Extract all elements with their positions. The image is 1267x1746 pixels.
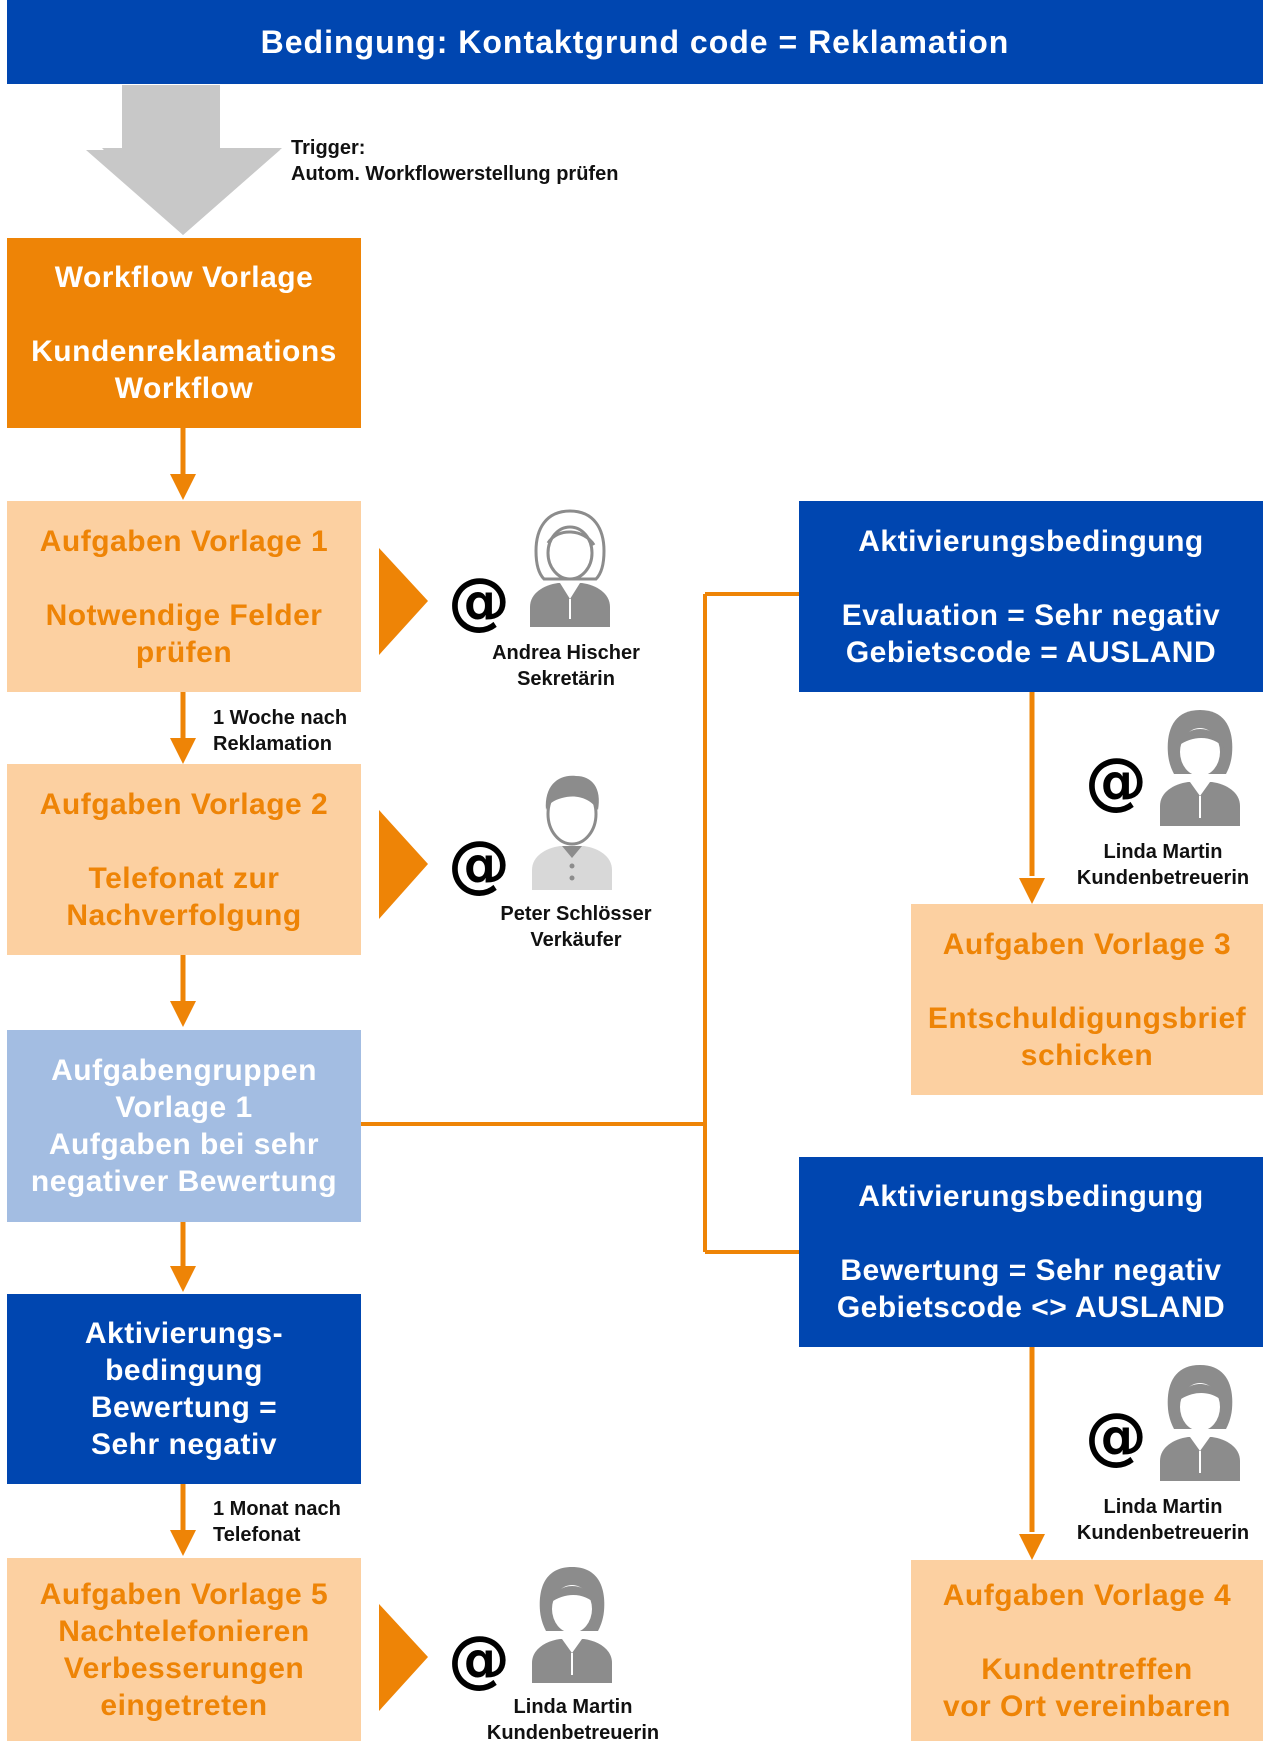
activation-condition-top-box: Aktivierungsbedingung Evaluation = Sehr … — [799, 501, 1263, 692]
task-template-2-box: Aufgaben Vorlage 2 Telefonat zur Nachver… — [7, 764, 361, 955]
delay-note-1: 1 Woche nach Reklamation — [213, 705, 347, 757]
female-user-icon — [530, 509, 610, 627]
task-template-5-desc-1: Nachtelefonieren — [58, 1614, 310, 1648]
activation-condition-left-line-1: Aktivierungs- — [84, 1317, 284, 1350]
activation-condition-bottom-box: Aktivierungsbedingung Bewertung = Sehr n… — [799, 1157, 1263, 1347]
trigger-arrow-shape — [86, 85, 280, 235]
person-label-linda-2: Linda Martin Kundenbetreuerin — [1063, 1494, 1263, 1546]
person-role-linda-1: Kundenbetreuerin — [1076, 867, 1250, 889]
workflow-template-box: Workflow Vorlage Kundenreklamations Work… — [7, 238, 361, 428]
person-name-linda-3: Linda Martin — [513, 1696, 633, 1718]
condition-header: Bedingung: Kontaktgrund code = Reklamati… — [7, 0, 1263, 84]
email-at-icon: @ — [448, 564, 510, 637]
person-role-linda-2: Kundenbetreuerin — [1076, 1522, 1250, 1544]
person-role-andrea: Sekretärin — [517, 668, 615, 690]
male-user-icon — [532, 775, 612, 890]
trigger-note: Trigger: Autom. Workflowerstellung prüfe… — [291, 135, 618, 187]
email-at-icon: @ — [448, 827, 510, 900]
trigger-label: Trigger: — [291, 137, 366, 159]
task-group-title-2: Vorlage 1 — [115, 1091, 253, 1124]
person-role-peter: Verkäufer — [530, 929, 622, 951]
activation-condition-left-box: Aktivierungs- bedingung Bewertung = Sehr… — [7, 1294, 361, 1484]
person-role-linda-3: Kundenbetreuerin — [486, 1722, 660, 1744]
person-name-linda-1: Linda Martin — [1103, 841, 1223, 863]
email-at-icon: @ — [448, 1622, 510, 1695]
delay-note-2-line-2: Telefonat — [213, 1524, 301, 1546]
person-label-andrea: Andrea Hischer Sekretärin — [466, 640, 666, 692]
activation-condition-bottom-title: Aktivierungsbedingung — [858, 1180, 1204, 1213]
task-template-4-desc-1: Kundentreffen — [981, 1652, 1193, 1686]
person-name-linda-2: Linda Martin — [1103, 1496, 1223, 1518]
delay-note-2-line-1: 1 Monat nach — [213, 1498, 341, 1520]
delay-note-1-line-2: Reklamation — [213, 733, 332, 755]
task-group-template-box: Aufgabengruppen Vorlage 1 Aufgaben bei s… — [7, 1030, 361, 1222]
task-template-1-desc-1: Notwendige Felder — [45, 598, 323, 632]
task-template-3-desc-1: Entschuldigungsbrief — [927, 1001, 1247, 1035]
activation-condition-top-rule-1: Evaluation = Sehr negativ — [841, 598, 1221, 632]
task-template-3-box: Aufgaben Vorlage 3 Entschuldigungsbrief … — [911, 904, 1263, 1095]
trigger-description: Autom. Workflowerstellung prüfen — [291, 163, 619, 185]
task-template-5-desc-3: eingetreten — [100, 1688, 268, 1722]
task-template-5-desc-2: Verbesserungen — [63, 1651, 305, 1685]
activation-condition-left-line-3: Bewertung = — [90, 1391, 278, 1424]
task-template-1-box: Aufgaben Vorlage 1 Notwendige Felder prü… — [7, 501, 361, 692]
task-template-1-title: Aufgaben Vorlage 1 — [39, 524, 329, 558]
delay-note-1-line-1: 1 Woche nach — [213, 707, 348, 729]
female-user-icon — [1160, 1365, 1240, 1481]
task-template-2-desc-1: Telefonat zur — [88, 861, 280, 895]
task-template-2-desc-2: Nachverfolgung — [66, 898, 302, 932]
task-template-4-desc-2: vor Ort vereinbaren — [943, 1689, 1231, 1723]
email-at-icon: @ — [1085, 1399, 1147, 1472]
person-name-peter: Peter Schlösser — [500, 903, 652, 925]
condition-header-text: Bedingung: Kontaktgrund code = Reklamati… — [260, 23, 1010, 60]
person-name-andrea: Andrea Hischer — [492, 642, 640, 664]
female-user-icon — [532, 1567, 612, 1683]
delay-note-2: 1 Monat nach Telefonat — [213, 1496, 341, 1548]
task-template-5-title: Aufgaben Vorlage 5 — [39, 1577, 329, 1611]
female-user-icon — [1160, 710, 1240, 826]
workflow-template-title: Workflow Vorlage — [54, 261, 314, 294]
workflow-template-name-2: Workflow — [114, 372, 254, 405]
task-group-desc-2: negativer Bewertung — [30, 1165, 338, 1198]
person-label-peter: Peter Schlösser Verkäufer — [476, 901, 676, 953]
email-at-icon: @ — [1085, 744, 1147, 817]
task-template-3-desc-2: schicken — [1020, 1038, 1154, 1072]
task-group-desc-1: Aufgaben bei sehr — [48, 1128, 320, 1161]
workflow-template-name-1: Kundenreklamations — [31, 335, 337, 368]
task-template-4-title: Aufgaben Vorlage 4 — [942, 1578, 1232, 1612]
person-label-linda-1: Linda Martin Kundenbetreuerin — [1063, 839, 1263, 891]
task-template-4-box: Aufgaben Vorlage 4 Kundentreffen vor Ort… — [911, 1560, 1263, 1741]
activation-condition-top-title: Aktivierungsbedingung — [858, 524, 1204, 558]
task-template-5-box: Aufgaben Vorlage 5 Nachtelefonieren Verb… — [7, 1558, 361, 1741]
activation-condition-left-line-4: Sehr negativ — [90, 1428, 278, 1461]
task-template-1-desc-2: prüfen — [135, 635, 233, 669]
pointer-triangle-andrea — [379, 548, 428, 655]
activation-condition-top-rule-2: Gebietscode = AUSLAND — [845, 635, 1217, 669]
task-group-title-1: Aufgabengruppen — [51, 1054, 317, 1087]
task-template-3-title: Aufgaben Vorlage 3 — [942, 927, 1232, 961]
pointer-triangle-linda — [379, 1604, 428, 1711]
activation-condition-bottom-rule-2: Gebietscode <> AUSLAND — [836, 1291, 1226, 1324]
person-label-linda-3: Linda Martin Kundenbetreuerin — [473, 1694, 673, 1746]
activation-condition-left-line-2: bedingung — [105, 1354, 263, 1387]
pointer-triangle-peter — [379, 810, 428, 919]
task-template-2-title: Aufgaben Vorlage 2 — [39, 787, 329, 821]
activation-condition-bottom-rule-1: Bewertung = Sehr negativ — [840, 1254, 1222, 1287]
